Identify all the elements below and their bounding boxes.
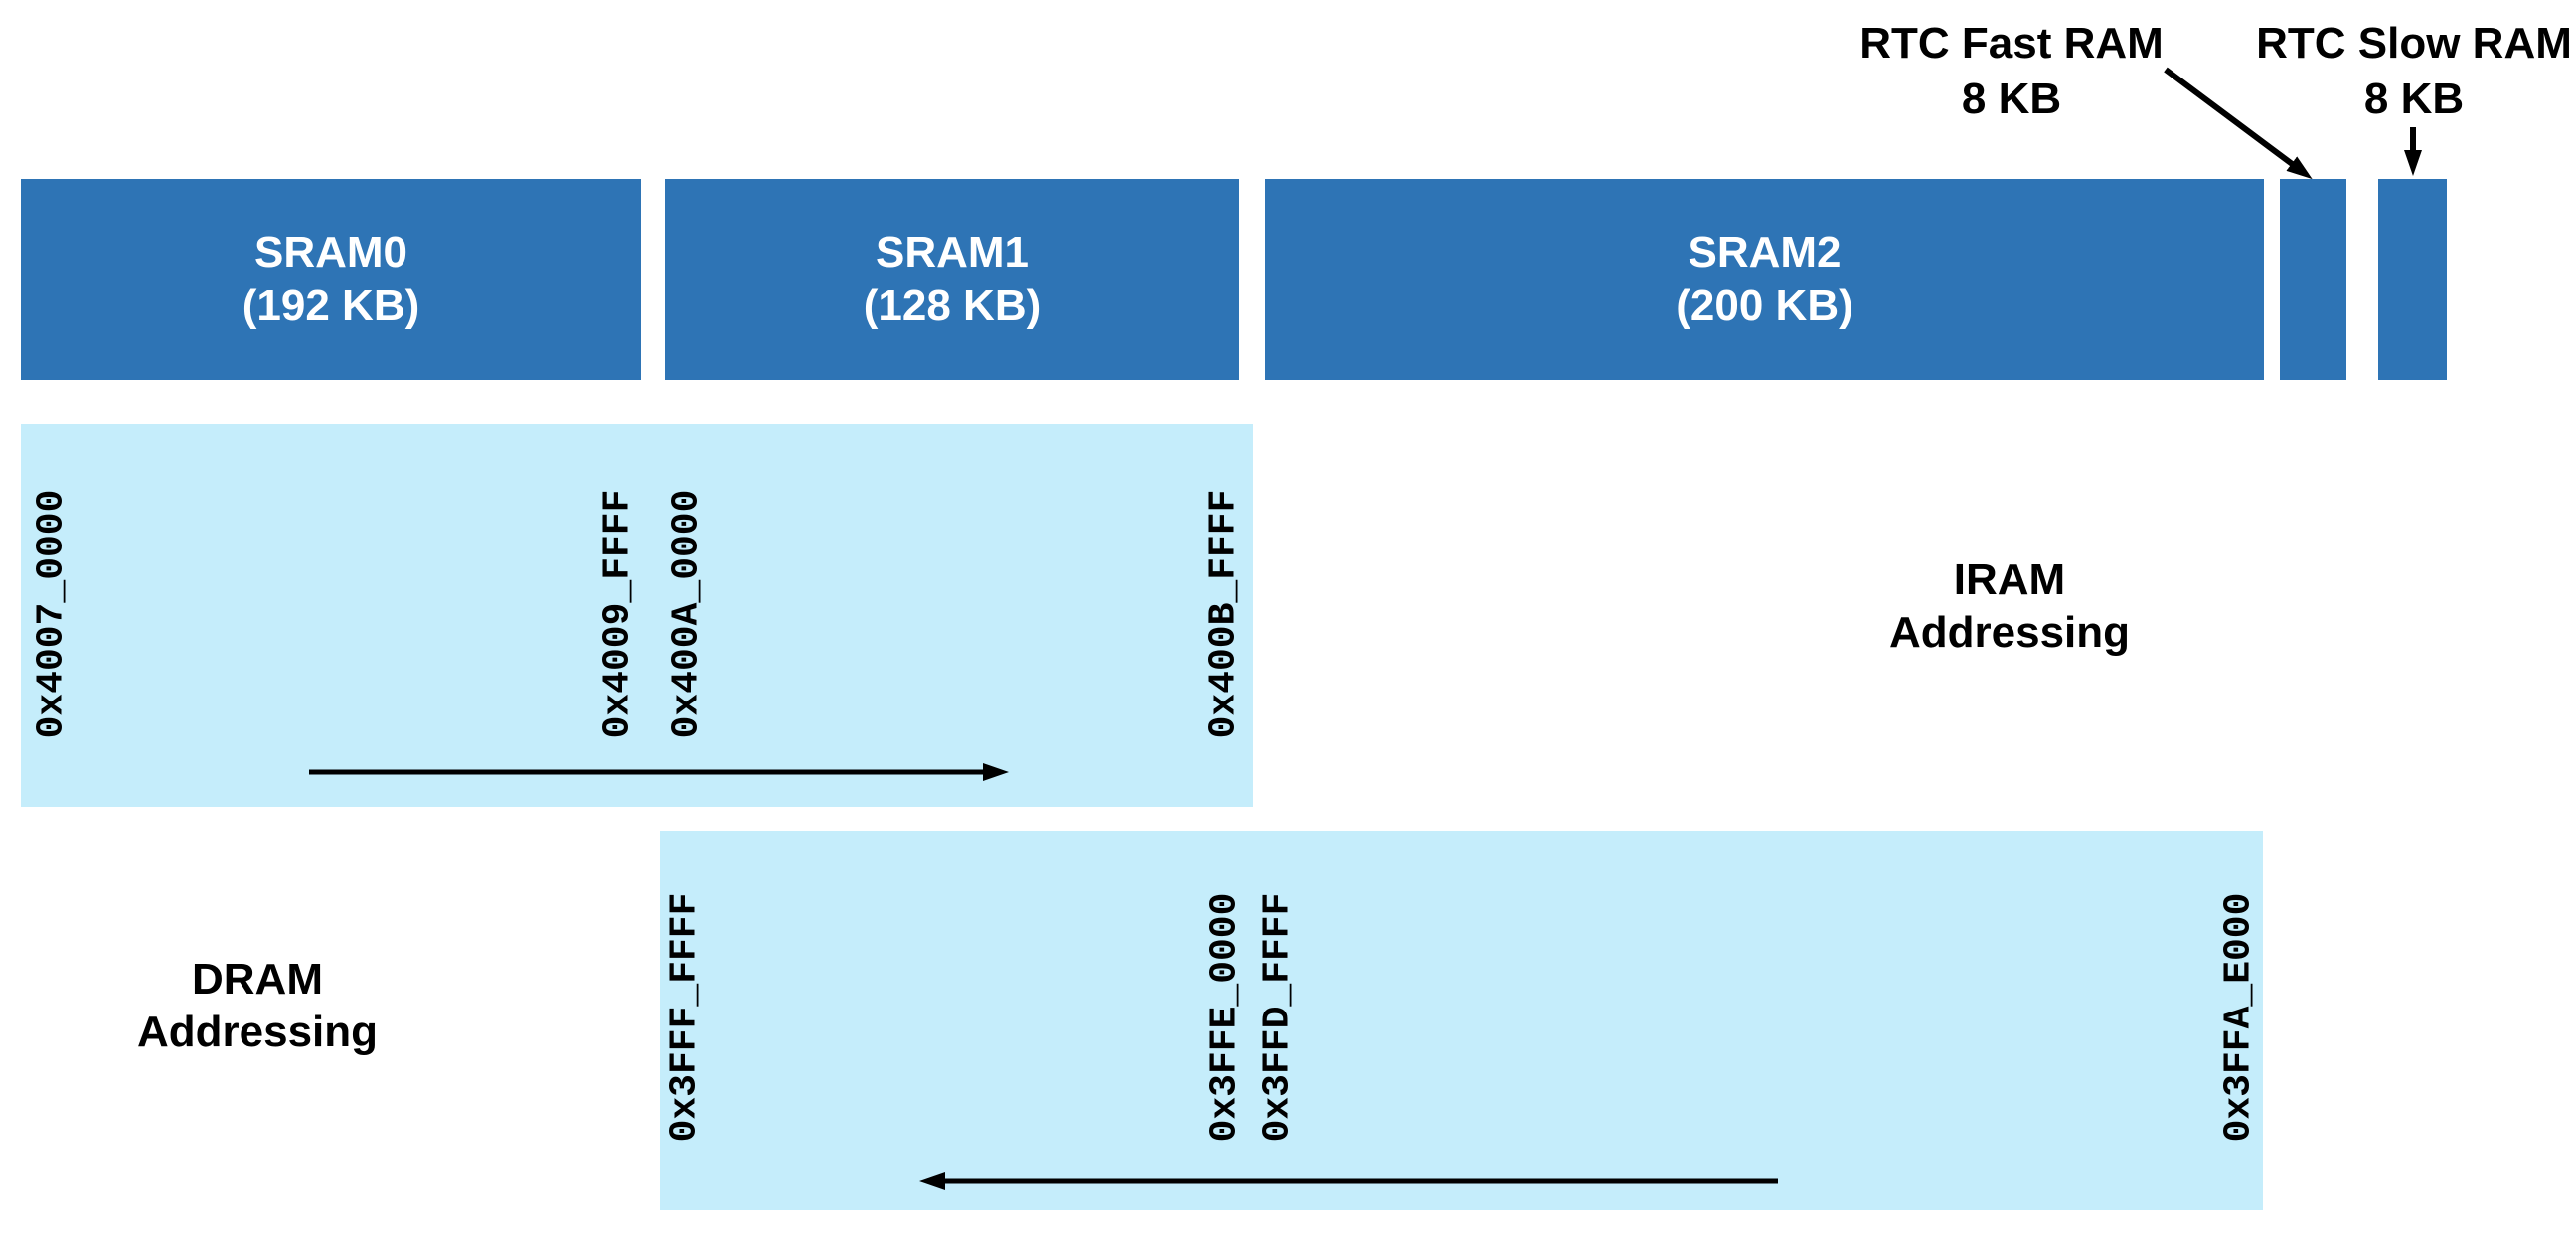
rtc-fast-size-label: 8 KB [1961, 75, 2062, 123]
iram-address-label-2: 0x400A_0000 [665, 489, 709, 739]
dram-addressing-label: DRAM Addressing [137, 953, 378, 1058]
sram0-size-label: (192 KB) [242, 281, 420, 330]
sram1-name-label: SRAM1 [875, 229, 1030, 277]
dram-address-label-3: 0x3FFA_E000 [2217, 892, 2261, 1143]
dram-label-line1: DRAM [192, 955, 323, 1004]
iram-label-line1: IRAM [1953, 555, 2066, 604]
sram0-block: SRAM0 (192 KB) [21, 179, 641, 380]
iram-address-label-0: 0x4007_0000 [30, 489, 74, 739]
sram2-block: SRAM2 (200 KB) [1265, 179, 2264, 380]
rtc-slow-label: RTC Slow RAM 8 KB [2256, 16, 2572, 127]
dram-label-line2: Addressing [136, 1008, 379, 1056]
dram-address-label-2: 0x3FFD_FFFF [1256, 892, 1300, 1143]
rtc-slow-name-label: RTC Slow RAM [2256, 19, 2572, 68]
dram-address-label-1: 0x3FFE_0000 [1204, 892, 1247, 1143]
rtc-fast-label: RTC Fast RAM 8 KB [1859, 16, 2164, 127]
dram-panel [660, 831, 2263, 1210]
rtc-fast-block [2280, 179, 2346, 380]
iram-address-label-3: 0x400B_FFFF [1203, 489, 1246, 739]
dram-address-label-0: 0x3FFF_FFFF [663, 892, 707, 1143]
iram-addressing-label: IRAM Addressing [1889, 553, 2130, 659]
sram1-block: SRAM1 (128 KB) [665, 179, 1239, 380]
iram-label-line2: Addressing [1888, 608, 2131, 657]
sram0-name-label: SRAM0 [253, 229, 408, 277]
sram1-size-label: (128 KB) [863, 281, 1042, 330]
iram-address-label-1: 0x4009_FFFF [596, 489, 640, 739]
rtc-slow-size-label: 8 KB [2363, 75, 2465, 123]
iram-panel [21, 424, 1253, 807]
rtc-fast-name-label: RTC Fast RAM [1859, 19, 2164, 68]
sram2-size-label: (200 KB) [1676, 281, 1853, 330]
rtc-slow-block [2378, 179, 2447, 380]
sram2-name-label: SRAM2 [1688, 229, 1842, 277]
